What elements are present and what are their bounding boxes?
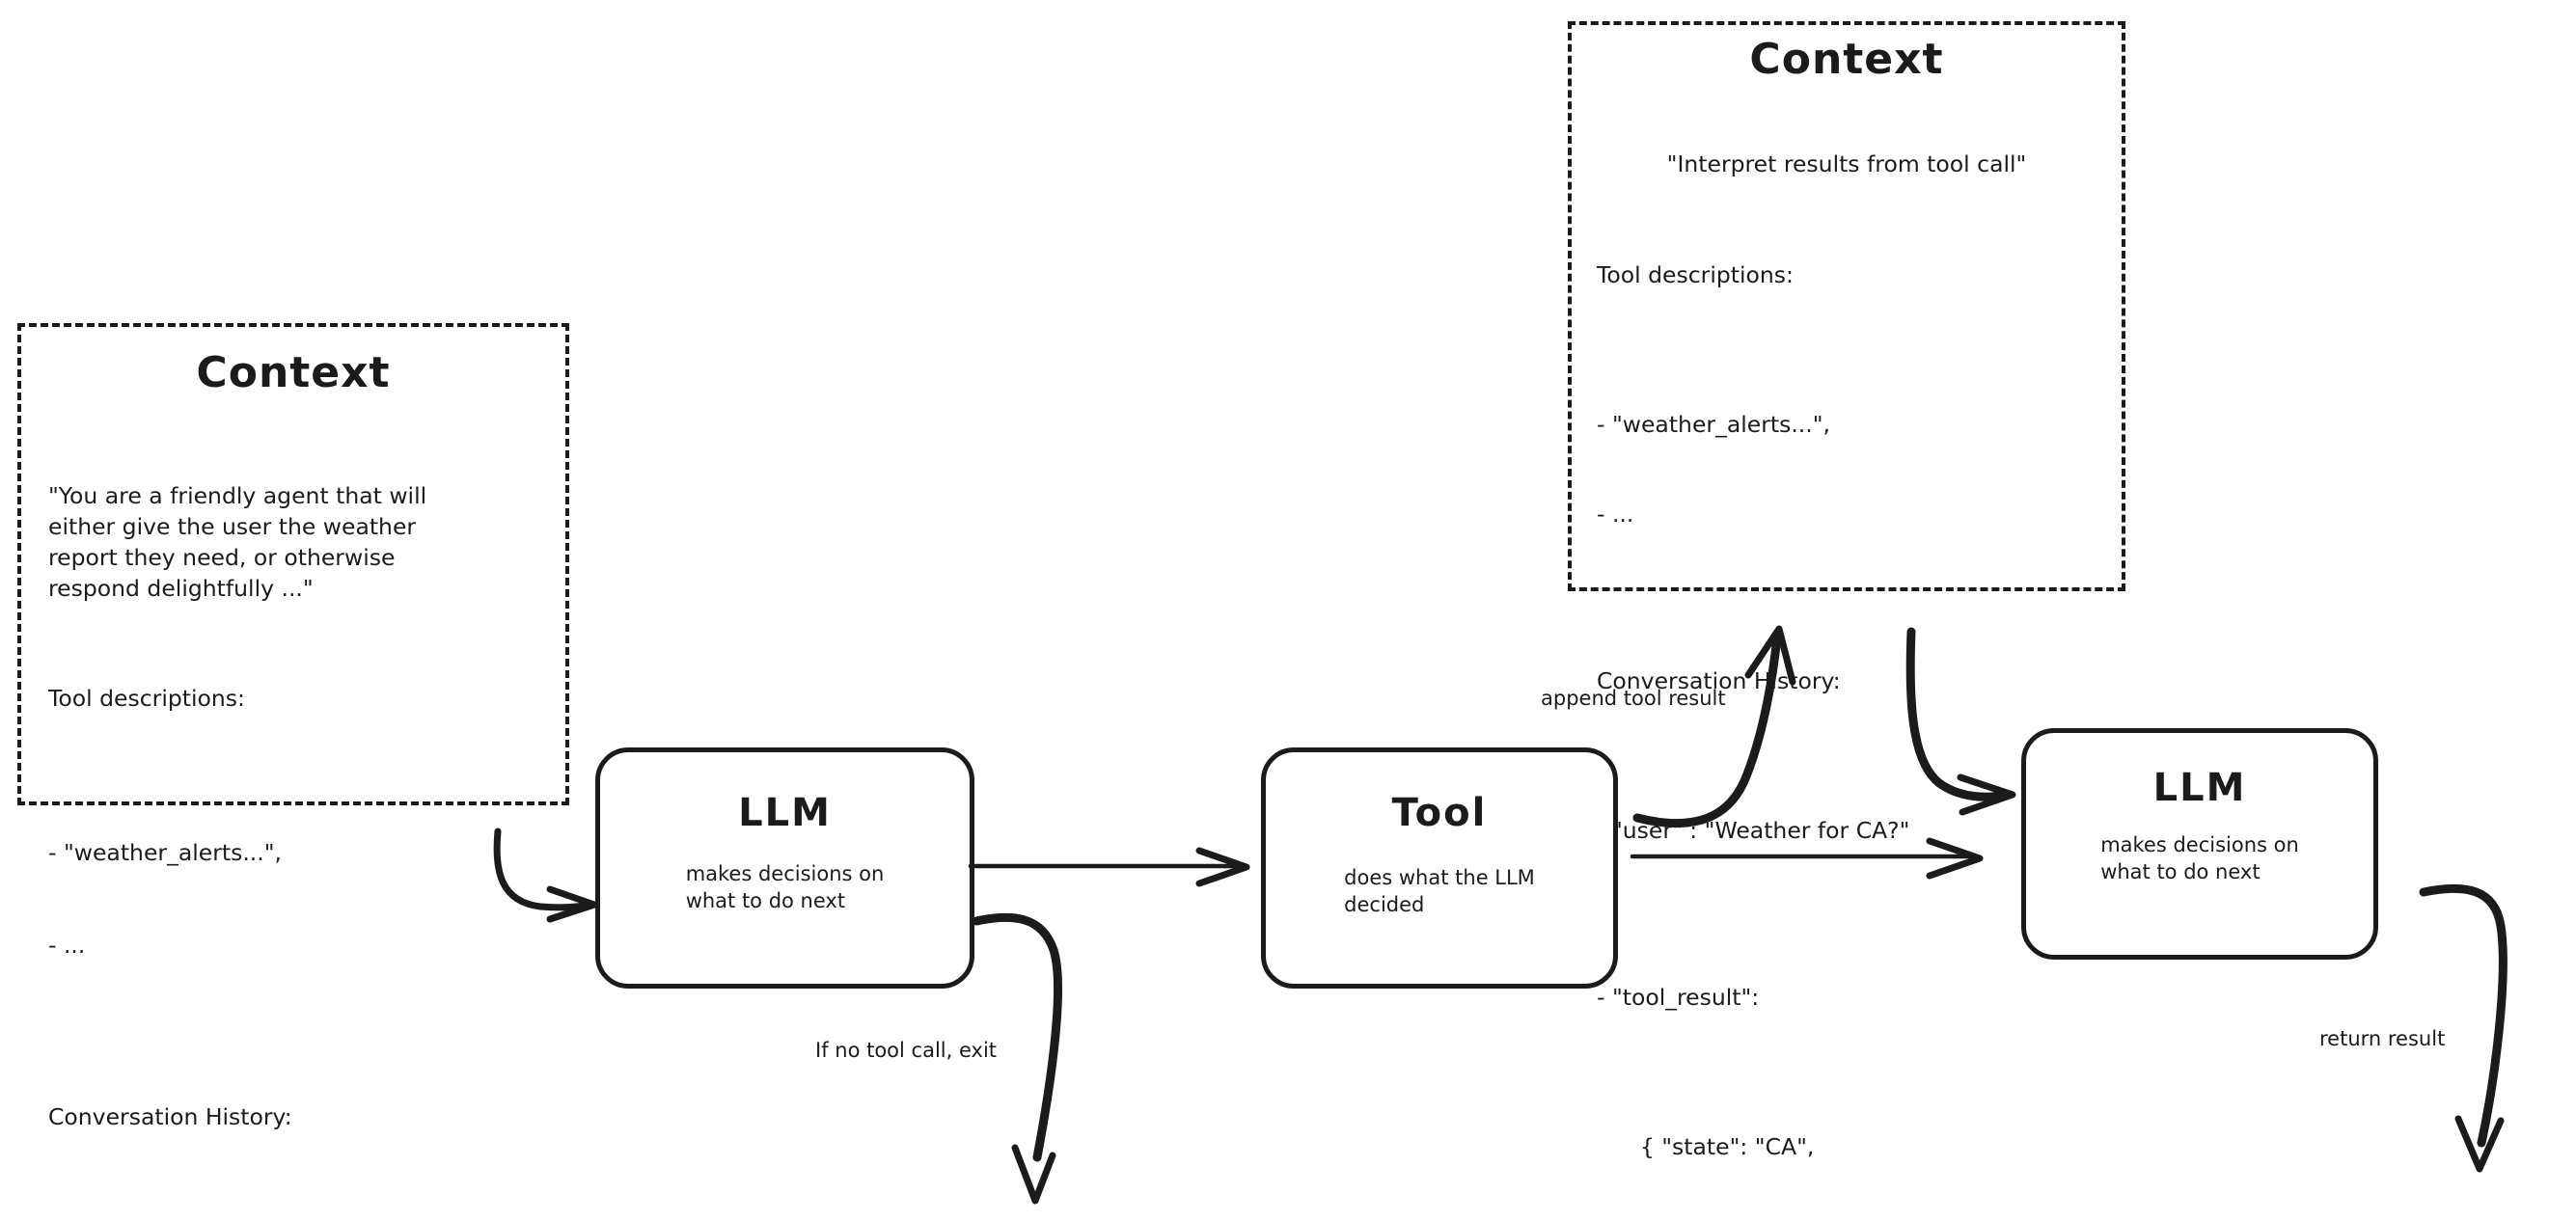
context-left-body: "You are a friendly agent that will eith… <box>21 397 565 1221</box>
context-right-system-prompt: "Interpret results from tool call" <box>1666 150 2027 177</box>
context-left-tool-header: Tool descriptions: <box>48 685 245 712</box>
edge-label-return-result: return result <box>2319 1027 2446 1050</box>
context-right-tool-result-body: { "state": "CA", [ { "region": ... "desc… <box>1597 1072 2096 1221</box>
node-llm-second-title: LLM <box>2152 766 2247 810</box>
arrow-llm1-to-tool <box>968 847 1250 887</box>
list-item: - "weather_alerts...", <box>48 839 283 866</box>
list-item: - "weather_alerts...", <box>1597 411 1831 438</box>
context-left-tool-items: - "weather_alerts...", - ... <box>48 775 538 1022</box>
edge-label-exit: If no tool call, exit <box>815 1039 998 1062</box>
node-llm-first-title: LLM <box>738 791 832 835</box>
edge-label-append-tool-result: append tool result <box>1541 687 1726 710</box>
node-llm-second[interactable]: LLM makes decisions on what to do next <box>2021 728 2378 960</box>
context-left-history-items: - "user" : "Weather for CA?" <box>48 1194 538 1221</box>
context-right-tool-items: - "weather_alerts...", - ... <box>1597 350 2096 589</box>
node-tool-subtitle: does what the LLM decided <box>1344 866 1535 916</box>
code-line: { "state": "CA", <box>1597 1133 1815 1160</box>
node-llm-second-subtitle: makes decisions on what to do next <box>2100 833 2299 883</box>
context-right-title: Context <box>1749 35 1944 84</box>
list-item: - ... <box>48 932 86 959</box>
node-llm-first-subtitle: makes decisions on what to do next <box>685 862 885 912</box>
list-item: - ... <box>1597 501 1634 528</box>
node-tool-title: Tool <box>1391 791 1488 835</box>
context-right-body: "Interpret results from tool call" Tool … <box>1572 84 2122 1221</box>
context-box-right: Context "Interpret results from tool cal… <box>1568 21 2125 1160</box>
context-box-left: Context "You are a friendly agent that w… <box>17 323 569 1130</box>
context-right-tool-result-header: - "tool_result": <box>1597 984 1760 1011</box>
node-llm-first[interactable]: LLM makes decisions on what to do next <box>595 747 974 989</box>
context-left-system-prompt: "You are a friendly agent that will eith… <box>48 482 427 602</box>
context-left-history-header: Conversation History: <box>48 1103 292 1130</box>
node-tool[interactable]: Tool does what the LLM decided <box>1261 747 1618 989</box>
context-right-tool-header: Tool descriptions: <box>1597 261 1794 288</box>
context-left-title: Context <box>196 348 391 397</box>
